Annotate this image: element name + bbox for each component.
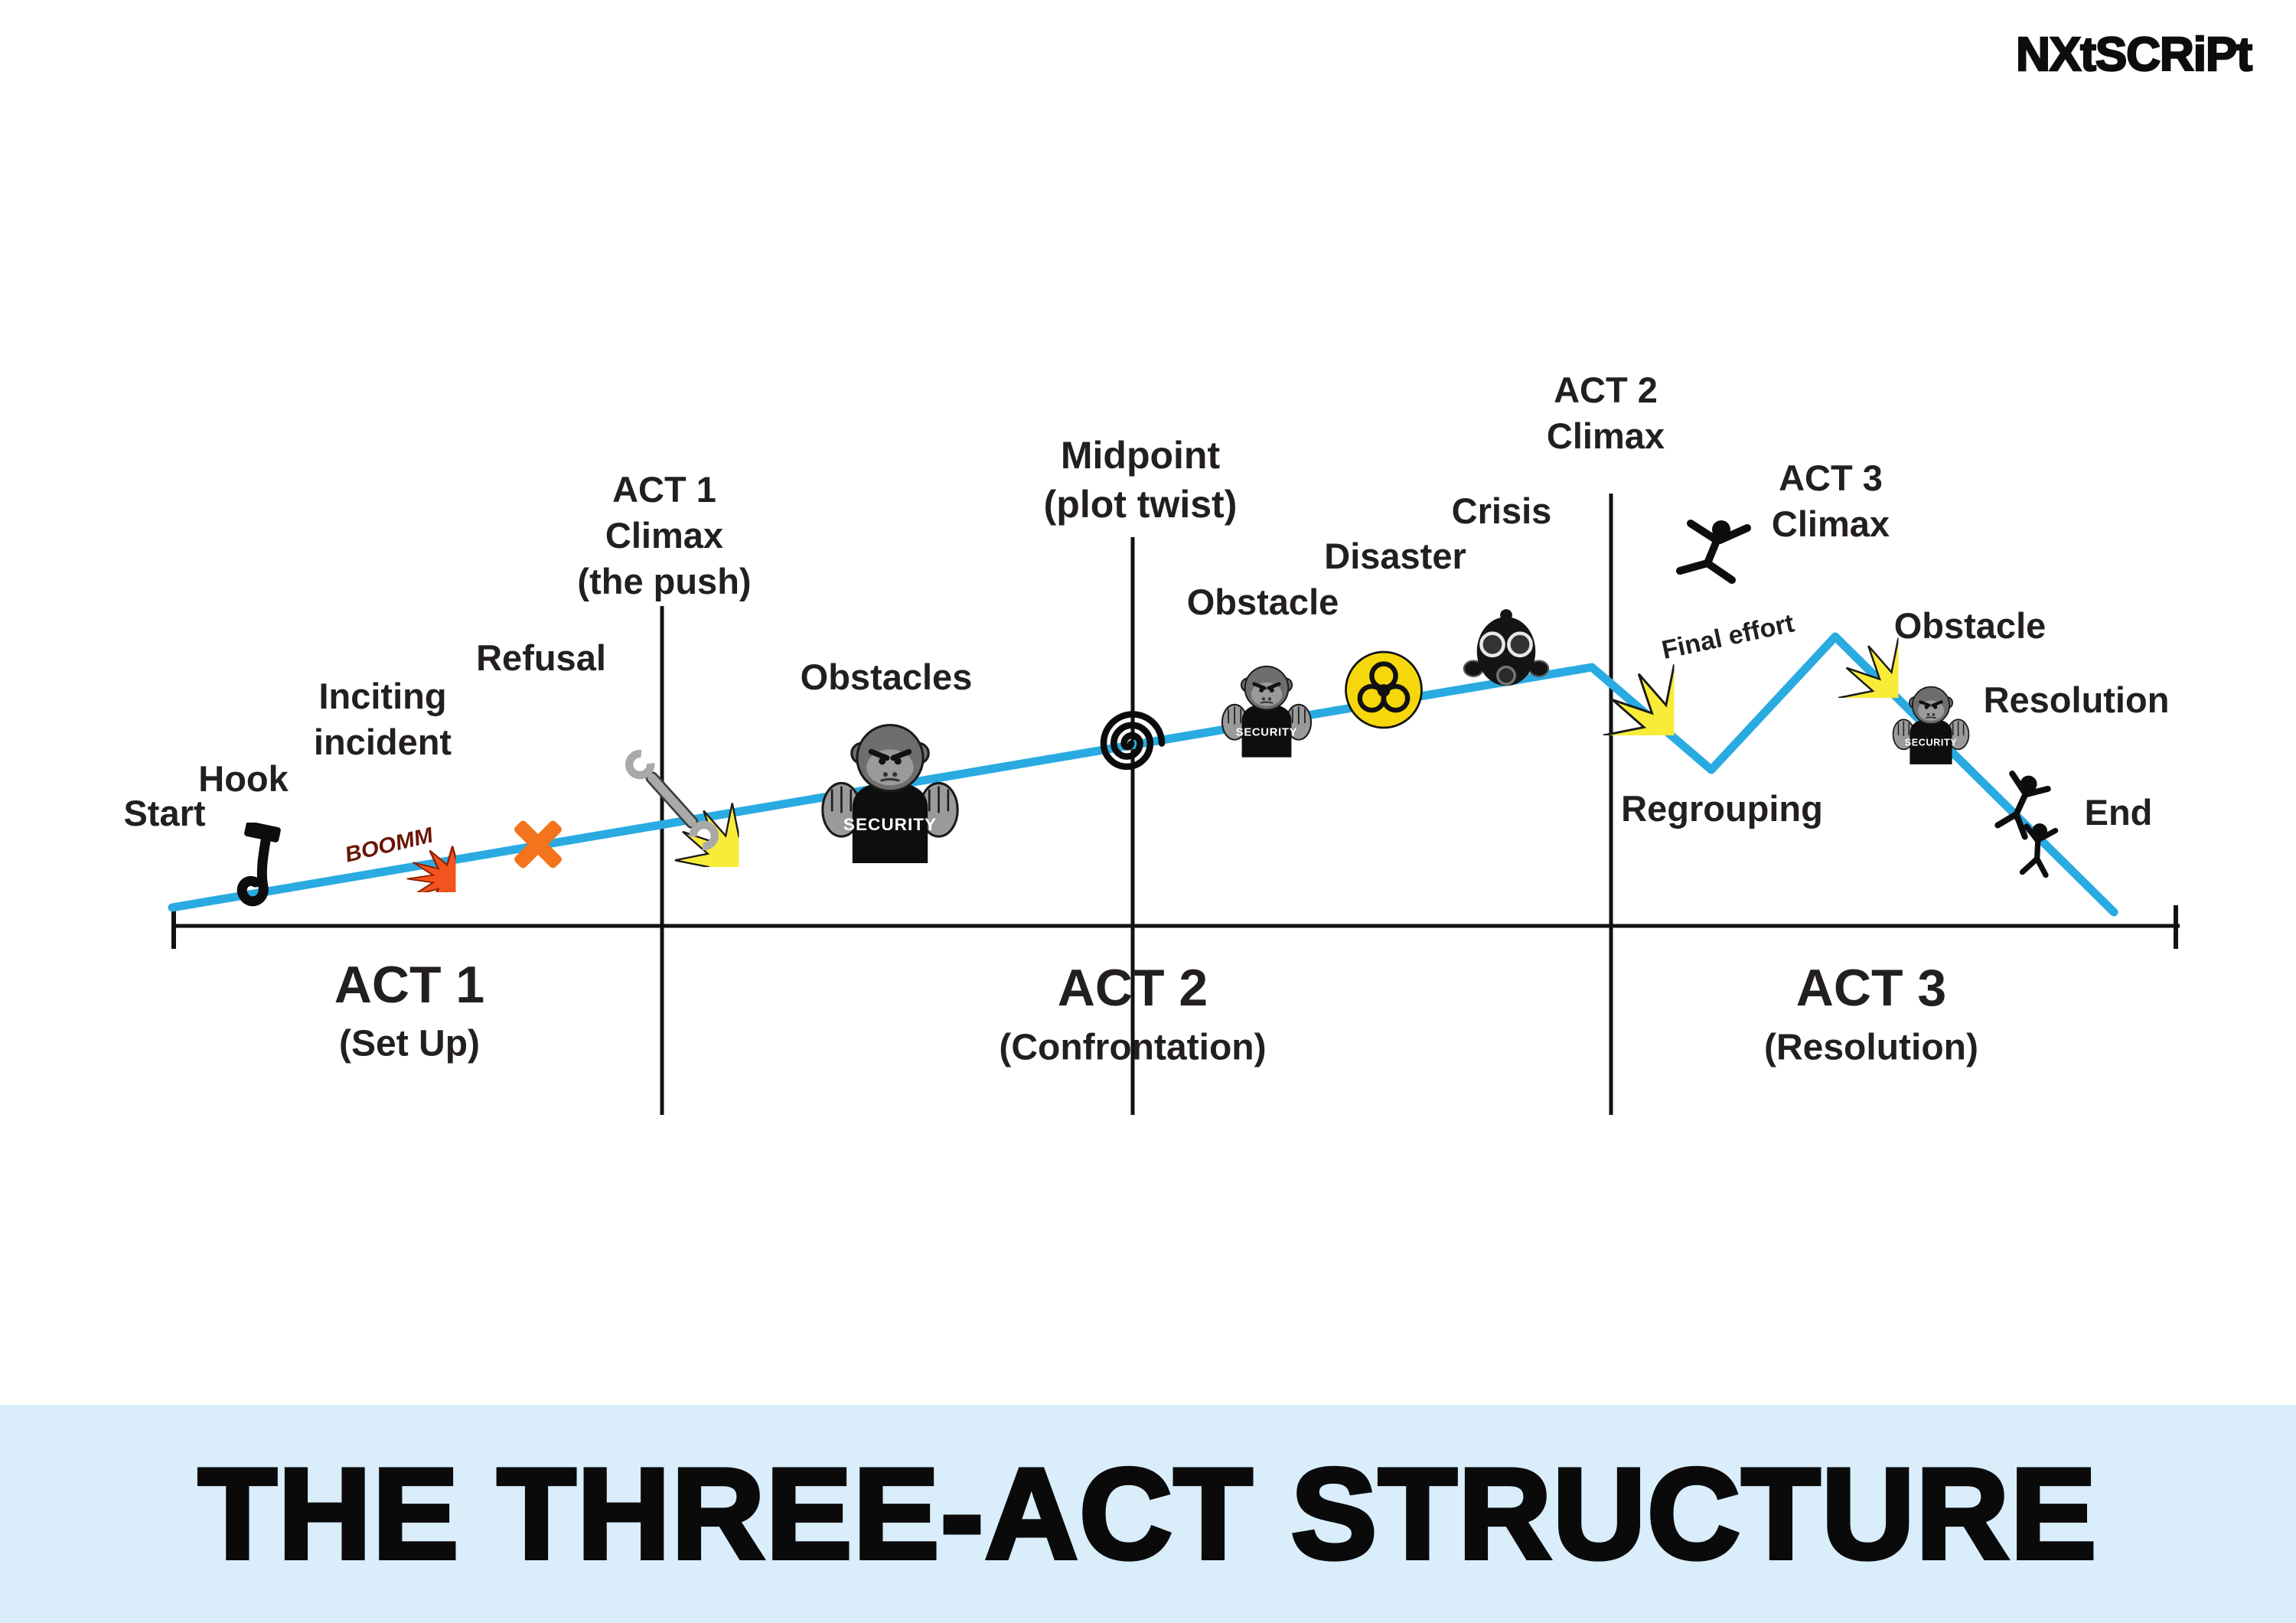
label-start: Start (123, 792, 206, 833)
label-act1-climax: ACT 1 Climax (the push) (577, 467, 751, 605)
label-line: ACT 2 (1554, 369, 1658, 410)
label-line: Midpoint (1060, 434, 1221, 477)
brand-logo: NXtSCRiPt (2015, 28, 2253, 83)
final-effort-jumper-icon (1658, 514, 1773, 621)
label-resolution: Resolution (1983, 679, 2170, 720)
label-line: Inciting (318, 675, 447, 716)
label-act2-climax: ACT 2 Climax (1547, 367, 1665, 459)
label-act3-climax: ACT 3 Climax (1772, 455, 1890, 547)
crisis-gas-mask-icon (1455, 601, 1558, 709)
label-refusal: Refusal (476, 637, 606, 678)
explosion-boom-icon: BOOMM (322, 797, 456, 896)
act1-subtitle: (Set Up) (339, 1023, 480, 1064)
obstacles-security-gorilla-icon (812, 708, 969, 869)
obstacle-security-gorilla-icon (1215, 655, 1319, 762)
wrench-shape (625, 749, 719, 851)
label-line: Climax (1546, 416, 1665, 456)
act2-climax-burst-icon (1525, 586, 1675, 739)
label-line: Climax (1771, 504, 1890, 544)
plot-twist-spiral-icon (1097, 707, 1169, 784)
label-hook: Hook (198, 758, 289, 799)
label-line: (plot twist) (1043, 483, 1238, 526)
label-line: ACT 1 (612, 468, 716, 510)
act2-subtitle: (Confrontation) (999, 1027, 1267, 1068)
label-line: (the push) (577, 561, 752, 602)
label-crisis: Crisis (1451, 490, 1552, 531)
label-midpoint: Midpoint (plot twist) (1044, 431, 1238, 529)
label-end: End (2084, 791, 2153, 833)
label-disaster: Disaster (1324, 535, 1466, 576)
title-banner: THE THREE-ACT STRUCTURE (0, 1405, 2296, 1623)
disaster-biohazard-icon (1342, 648, 1426, 736)
label-line: Climax (605, 514, 724, 556)
label-obstacle-act3: Obstacle (1893, 605, 2047, 646)
label-inciting-incident: Inciting incident (314, 673, 452, 765)
act3-subtitle: (Resolution) (1764, 1027, 1978, 1068)
label-regrouping: Regrouping (1621, 787, 1823, 829)
label-line: ACT 3 (1779, 457, 1883, 498)
end-climbers-icon (1971, 768, 2090, 898)
act1-climax-wrench-burst-icon (605, 733, 739, 871)
refusal-x-icon (506, 812, 571, 881)
hook-icon (231, 821, 308, 922)
act3-title: ACT 3 (1795, 959, 1947, 1017)
act2-title: ACT 2 (1057, 959, 1208, 1017)
label-line: incident (313, 722, 452, 762)
act1-title: ACT 1 (334, 956, 485, 1014)
label-obstacles: Obstacles (800, 656, 973, 697)
label-obstacle-act2: Obstacle (1186, 581, 1339, 622)
page-title: THE THREE-ACT STRUCTURE (196, 1439, 2099, 1588)
resolution-security-gorilla-icon (1887, 677, 1975, 769)
boom-text: BOOMM (342, 823, 436, 868)
